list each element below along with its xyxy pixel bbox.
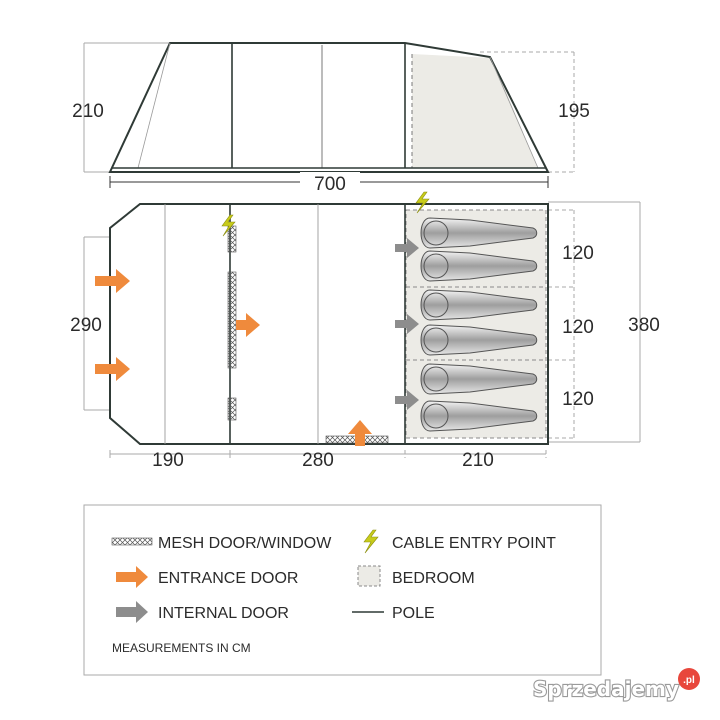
dim-section-3: 210	[462, 450, 494, 471]
legend-cable-icon	[363, 529, 379, 554]
dim-width-total: 380	[628, 315, 660, 336]
side-elevation	[83, 42, 575, 173]
floor-plan	[83, 191, 641, 458]
entrance-arrow-1	[95, 269, 130, 293]
sleeping-bag-4	[420, 324, 538, 356]
dim-side-height-left: 210	[72, 101, 104, 122]
dim-section-2: 280	[302, 450, 334, 471]
sleeping-bag-3	[420, 289, 538, 321]
legend-note: MEASUREMENTS IN CM	[112, 641, 251, 655]
side-bedroom-area	[412, 54, 538, 168]
sleeping-bags	[420, 217, 538, 432]
watermark-text: Sprzedajemy	[533, 677, 679, 701]
internal-arrow-1	[395, 238, 419, 258]
dim-bedroom-3: 120	[562, 389, 594, 410]
internal-arrow-3	[395, 390, 419, 410]
legend-entrance-icon	[116, 566, 148, 588]
legend-internal-label: INTERNAL DOOR	[158, 605, 289, 622]
entrance-arrow-2	[95, 357, 130, 381]
dim-bedroom-1: 120	[562, 243, 594, 264]
watermark-badge	[678, 668, 700, 690]
mesh-window-3	[227, 397, 237, 421]
legend-bedroom-icon	[357, 565, 381, 587]
legend-mesh-icon	[111, 537, 153, 546]
legend-pole-label: POLE	[392, 605, 435, 622]
entrance-arrow-3	[236, 313, 260, 337]
cable-entry-icon-2	[415, 191, 430, 214]
mesh-window-2	[227, 271, 237, 369]
legend-entrance-label: ENTRANCE DOOR	[158, 570, 298, 587]
legend-mesh-label: MESH DOOR/WINDOW	[158, 535, 332, 552]
entrance-arrow-4	[348, 420, 372, 446]
side-tent-outline	[108, 42, 550, 173]
sleeping-bag-2	[420, 250, 538, 282]
dim-section-1: 190	[152, 450, 184, 471]
sleeping-bag-1	[420, 217, 538, 249]
dim-total-length: 700	[314, 174, 346, 195]
sleeping-bag-6	[420, 400, 538, 432]
mesh-window-1	[227, 225, 237, 253]
dim-width-left: 290	[70, 315, 102, 336]
legend-internal-icon	[116, 601, 148, 623]
dim-bedroom-2: 120	[562, 317, 594, 338]
legend-cable-label: CABLE ENTRY POINT	[392, 535, 556, 552]
cable-entry-icon-1	[221, 214, 236, 237]
watermark: Sprzedajemy .pl	[532, 668, 700, 702]
dim-side-height-right: 195	[558, 101, 590, 122]
internal-arrow-2	[395, 314, 419, 334]
legend-bedroom-label: BEDROOM	[392, 570, 475, 587]
legend-box	[83, 504, 602, 676]
legend: MESH DOOR/WINDOW CABLE ENTRY POINT ENTRA…	[83, 504, 602, 676]
sleeping-bag-5	[420, 363, 538, 395]
floor-outline	[109, 203, 549, 445]
watermark-badge-text: .pl	[683, 675, 695, 686]
